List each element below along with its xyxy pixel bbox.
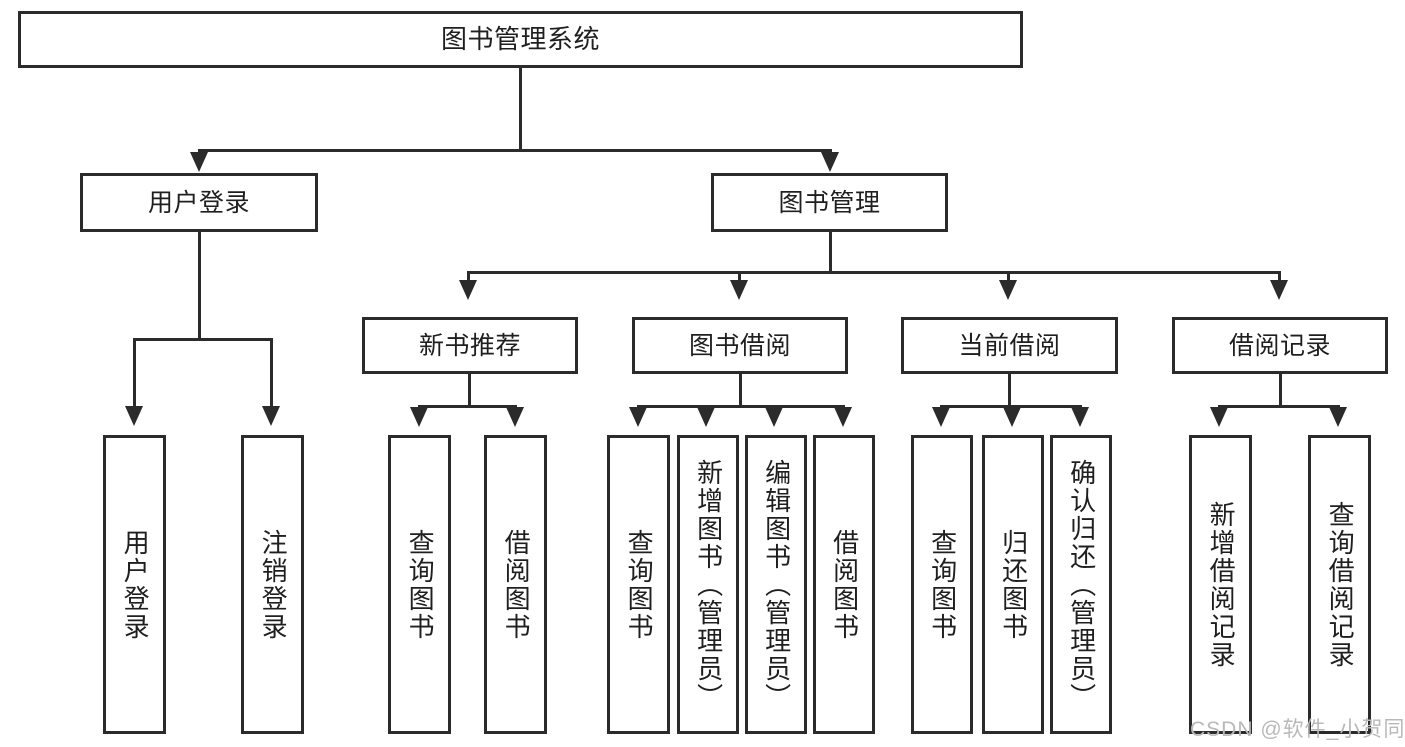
arrow-leaf-query-book-1: [410, 407, 428, 427]
edge-user-login-bus: [133, 338, 272, 341]
arrow-leaf-add-book: [697, 407, 715, 427]
edge-user-login-left: [133, 338, 136, 408]
node-leaf-user-login[interactable]: 用户登录: [103, 435, 166, 734]
node-new-book-recommend[interactable]: 新书推荐: [362, 317, 578, 374]
arrow-leaf-query-record: [1329, 407, 1347, 427]
node-leaf-edit-book[interactable]: 编辑图书（管理员）: [745, 435, 807, 734]
node-user-login[interactable]: 用户登录: [80, 173, 318, 232]
node-leaf-user-logout[interactable]: 注销登录: [241, 435, 304, 734]
edge-user-login-stem: [198, 232, 201, 340]
node-book-borrow[interactable]: 图书借阅: [632, 317, 848, 374]
edge-borrow-record-stem: [1279, 374, 1282, 407]
node-leaf-add-book[interactable]: 新增图书（管理员）: [677, 435, 739, 734]
arrow-leaf-query-book-3: [932, 407, 950, 427]
arrow-new-book-recommend: [459, 280, 477, 300]
edge-current-borrow-stem: [1008, 374, 1011, 407]
edge-to-new-book: [467, 271, 470, 283]
arrow-leaf-borrow-book-1: [506, 407, 524, 427]
edge-level3-bus: [467, 271, 1280, 274]
node-book-manage[interactable]: 图书管理: [711, 173, 948, 232]
arrow-borrow-record: [1270, 280, 1288, 300]
node-current-borrow[interactable]: 当前借阅: [901, 317, 1118, 374]
edge-new-book-bus: [418, 405, 517, 408]
node-leaf-return-book[interactable]: 归还图书: [982, 435, 1044, 734]
arrow-leaf-user-logout: [262, 406, 280, 426]
edge-borrow-record-bus: [1218, 405, 1340, 408]
arrow-leaf-add-record: [1210, 407, 1228, 427]
node-leaf-add-record[interactable]: 新增借阅记录: [1189, 435, 1252, 734]
arrow-book-manage: [821, 152, 839, 172]
edge-to-book-borrow: [738, 271, 741, 283]
node-root[interactable]: 图书管理系统: [18, 11, 1023, 68]
edge-level2-bus: [198, 149, 832, 152]
edge-to-current-borrow: [1007, 271, 1010, 283]
edge-root-stem: [519, 68, 522, 151]
edge-book-borrow-bus: [637, 405, 845, 408]
edge-book-manage-stem: [829, 232, 832, 273]
node-leaf-query-book-3[interactable]: 查询图书: [911, 435, 973, 734]
arrow-leaf-borrow-book-2: [834, 407, 852, 427]
arrow-current-borrow: [999, 280, 1017, 300]
edge-book-borrow-stem: [739, 374, 742, 407]
node-leaf-query-book-2[interactable]: 查询图书: [607, 435, 670, 734]
node-leaf-confirm-return[interactable]: 确认归还（管理员）: [1050, 435, 1112, 734]
node-leaf-borrow-book-1[interactable]: 借阅图书: [484, 435, 547, 734]
edge-new-book-stem: [468, 374, 471, 407]
edge-to-borrow-record: [1278, 271, 1281, 283]
node-leaf-borrow-book-2[interactable]: 借阅图书: [813, 435, 875, 734]
edge-user-login-right: [270, 338, 273, 408]
node-leaf-query-record[interactable]: 查询借阅记录: [1308, 435, 1371, 734]
arrow-leaf-query-book-2: [629, 407, 647, 427]
arrow-leaf-return-book: [1003, 407, 1021, 427]
node-borrow-record[interactable]: 借阅记录: [1172, 317, 1388, 374]
arrow-user-login: [190, 152, 208, 172]
arrow-book-borrow: [730, 280, 748, 300]
arrow-leaf-confirm-return: [1071, 407, 1089, 427]
arrow-leaf-edit-book: [765, 407, 783, 427]
arrow-leaf-user-login: [125, 406, 143, 426]
node-leaf-query-book-1[interactable]: 查询图书: [388, 435, 451, 734]
